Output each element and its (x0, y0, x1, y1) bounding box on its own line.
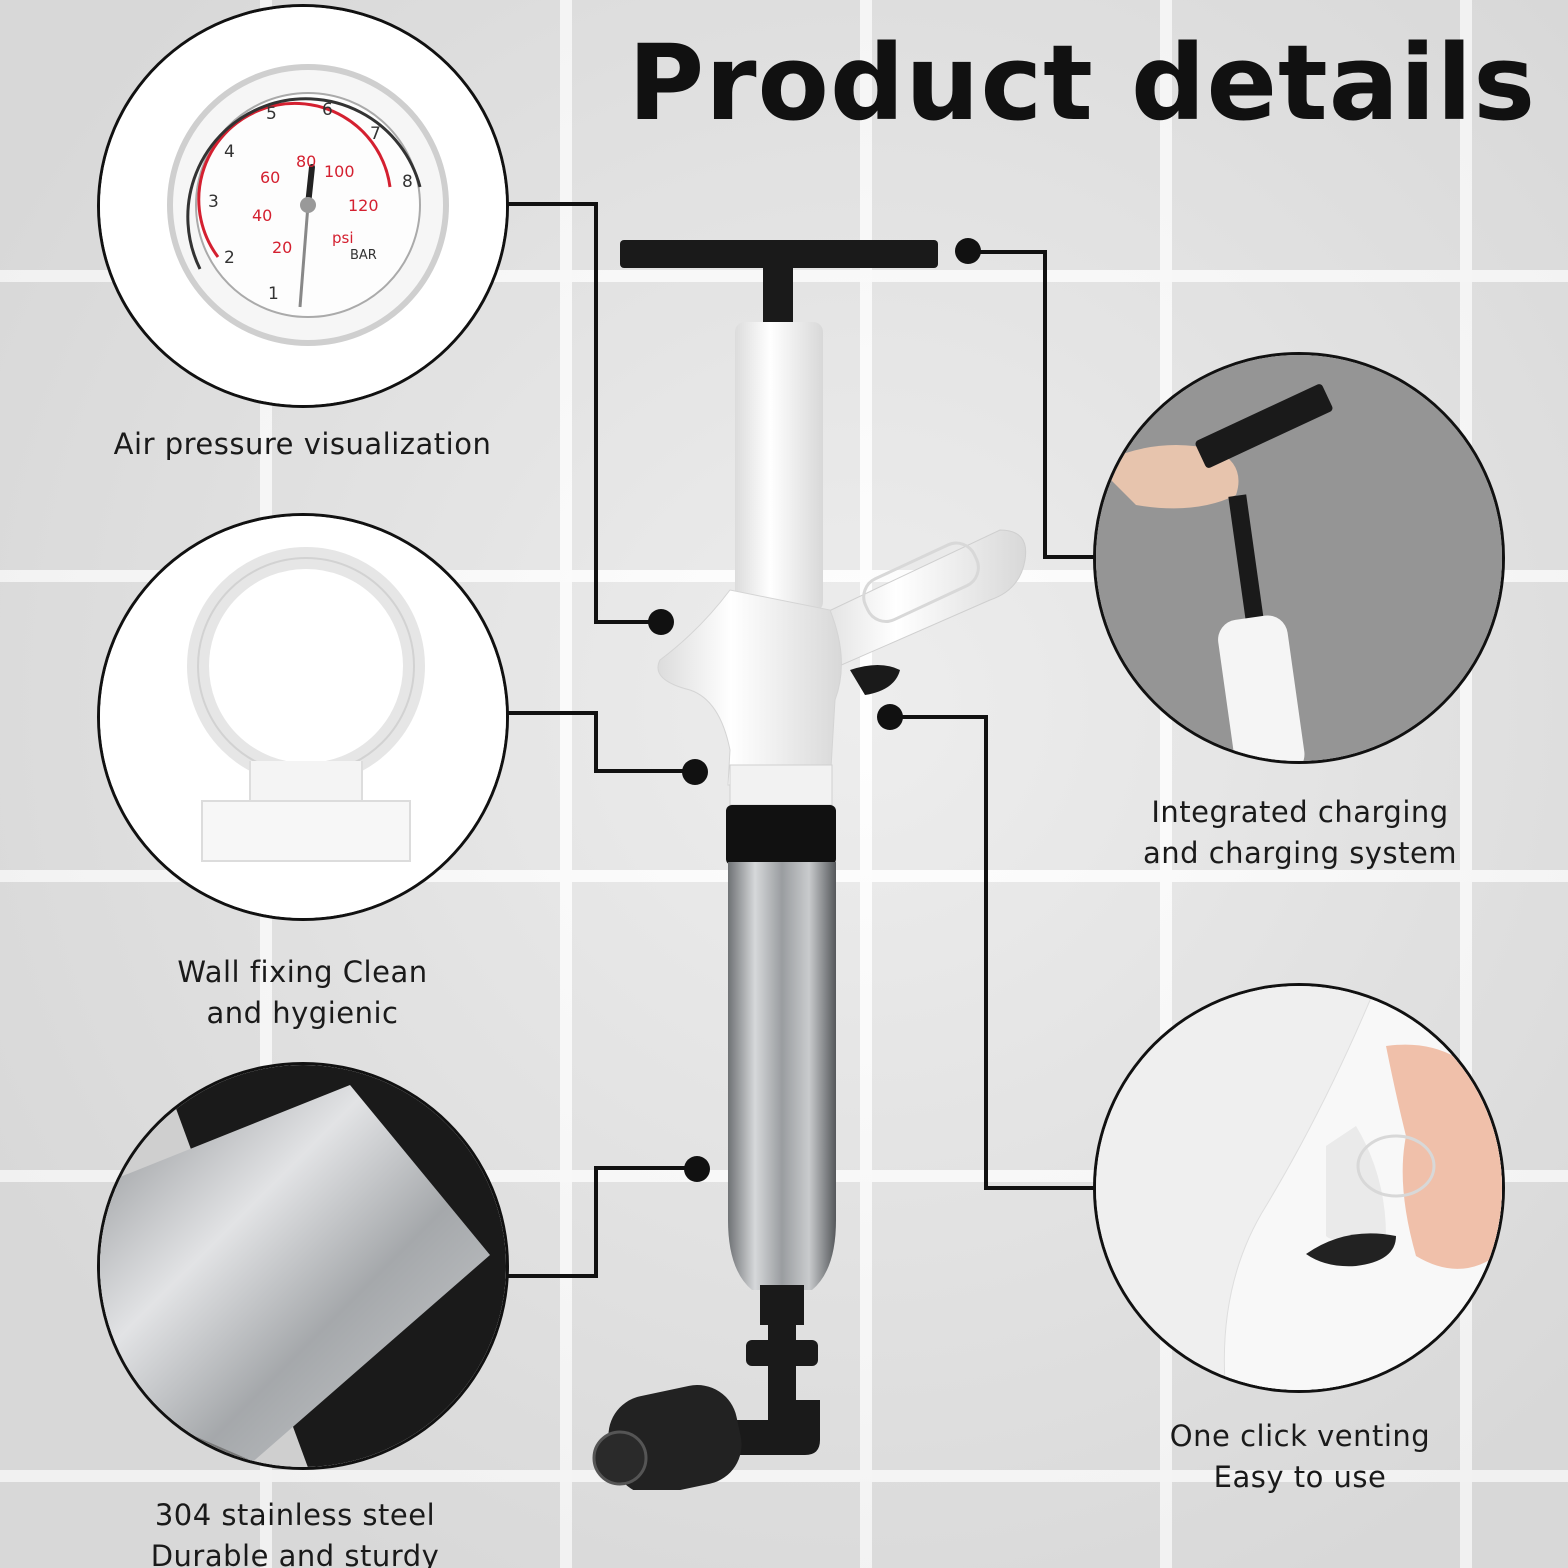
svg-text:6: 6 (322, 100, 333, 120)
wall-bracket-icon (100, 516, 506, 918)
t-handle (620, 240, 938, 268)
connector-dot (648, 609, 674, 635)
svg-text:40: 40 (252, 206, 272, 225)
caption-line: Wall fixing Clean (177, 955, 428, 989)
svg-text:120: 120 (348, 196, 379, 215)
feature-circle-wall-bracket (97, 513, 509, 921)
connector-dot (684, 1156, 710, 1182)
feature-circle-venting (1093, 983, 1505, 1393)
feature-circle-stainless-steel (97, 1062, 509, 1470)
caption-line: Durable and sturdy (150, 1539, 440, 1568)
feature-caption-venting: One click venting Easy to use (1095, 1416, 1505, 1498)
svg-text:100: 100 (324, 162, 355, 181)
pressure-gauge-icon: 1 2 3 4 5 6 7 8 20 40 60 80 100 120 psi … (100, 7, 506, 405)
svg-text:3: 3 (208, 192, 219, 212)
svg-text:60: 60 (260, 168, 280, 187)
svg-text:4: 4 (224, 142, 235, 162)
svg-text:20: 20 (272, 238, 292, 257)
caption-line: and charging system (1142, 836, 1458, 870)
hand-pumping-photo (1096, 355, 1502, 761)
connector-dot (682, 759, 708, 785)
feature-circle-charging (1093, 352, 1505, 764)
caption-line: One click venting (1169, 1419, 1431, 1453)
vent-button-photo (1096, 986, 1502, 1390)
steel-cylinder-icon (100, 1065, 506, 1467)
caption-line: Easy to use (1213, 1460, 1387, 1494)
caption-line: Integrated charging (1151, 795, 1449, 829)
page-title: Product details (628, 22, 1537, 144)
svg-text:BAR: BAR (350, 248, 377, 263)
feature-caption-charging: Integrated charging and charging system (1095, 792, 1505, 874)
feature-caption-steel: 304 stainless steel Durable and sturdy (80, 1495, 510, 1568)
svg-text:7: 7 (370, 124, 381, 144)
caption-line: Air pressure visualization (113, 427, 492, 461)
svg-text:8: 8 (402, 172, 413, 192)
caption-line: 304 stainless steel (154, 1498, 436, 1532)
svg-text:2: 2 (224, 248, 235, 268)
svg-text:5: 5 (266, 104, 277, 124)
svg-text:psi: psi (332, 229, 354, 247)
caption-line: and hygienic (206, 996, 399, 1030)
svg-text:1: 1 (268, 284, 279, 304)
feature-caption-wall: Wall fixing Clean and hygienic (90, 952, 515, 1034)
drain-plunger-pump (592, 240, 1027, 1490)
svg-text:80: 80 (296, 152, 316, 171)
feature-caption-pressure: Air pressure visualization (90, 424, 515, 465)
feature-circle-pressure-gauge: 1 2 3 4 5 6 7 8 20 40 60 80 100 120 psi … (97, 4, 509, 408)
